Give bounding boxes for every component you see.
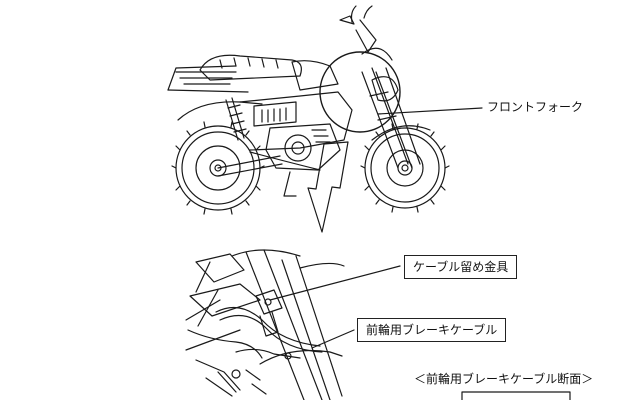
cross-section-box	[461, 391, 571, 400]
front-fork-label: フロントフォーク	[487, 100, 584, 114]
cable-clamp-leader-line	[269, 265, 401, 301]
fuel-tank	[291, 60, 339, 91]
detail-magnifier-circle	[319, 51, 401, 133]
seat	[199, 54, 302, 81]
brake-cable	[215, 306, 321, 347]
front-brake-cable-label: 前輪用ブレーキケーブル	[357, 318, 507, 342]
headlight	[371, 76, 399, 102]
detail-arrow	[307, 141, 349, 233]
cable-clamp-bracket	[255, 289, 283, 337]
front-fork-leader-line	[377, 107, 483, 115]
brake-cable-leader-line	[311, 329, 355, 349]
front-wheel	[360, 123, 450, 213]
cross-section-title: ＜前輪用ブレーキケーブル断面＞	[414, 372, 594, 386]
handlebar	[355, 19, 377, 53]
cable-clamp-label: ケーブル留め金具	[404, 255, 518, 279]
front-fork	[361, 67, 421, 169]
rear-shock	[225, 97, 245, 141]
side-panel	[253, 101, 297, 127]
motorcycle-side-view	[167, 5, 483, 215]
fork-detail-view	[185, 249, 571, 400]
